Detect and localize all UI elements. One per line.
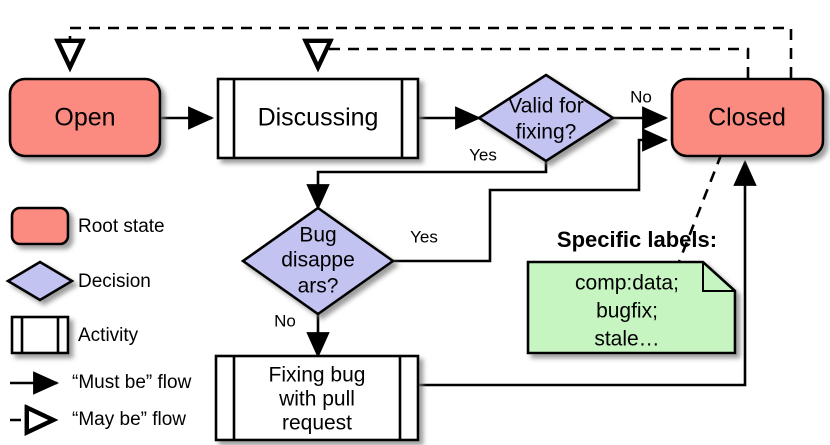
legend-label-activity: Activity	[78, 325, 139, 346]
node-valid-for-fixing[interactable]: Valid for fixing?	[476, 73, 616, 163]
legend-item-root-state: Root state	[10, 206, 165, 246]
note-leader-line	[646, 154, 723, 342]
legend-item-decision: Decision	[5, 260, 151, 302]
legend-swatch-decision	[5, 260, 75, 302]
legend-swatch-activity	[10, 315, 70, 355]
note-line-1: comp:data;	[575, 272, 679, 295]
node-bug-disappears[interactable]: Bug disappe ars?	[240, 206, 396, 316]
legend-label-decision: Decision	[78, 271, 151, 292]
node-open[interactable]: Open	[8, 77, 162, 158]
node-bug-label-line1: Bug	[299, 224, 336, 247]
node-discussing[interactable]: Discussing	[216, 77, 420, 160]
edge-closed-to-discussing-dashed	[318, 49, 750, 78]
node-valid-label-line2: fixing?	[516, 121, 577, 144]
node-discussing-label: Discussing	[258, 104, 379, 132]
legend-label-root-state: Root state	[78, 216, 165, 237]
edge-valid-yes-to-bug: Yes	[306, 145, 548, 211]
edge-bug-no-to-fixing: No	[274, 311, 330, 359]
edge-label-bug-yes: Yes	[410, 227, 438, 246]
node-open-label: Open	[54, 104, 115, 132]
legend-swatch-root-state	[10, 206, 70, 246]
note-specific-labels: Specific labels: comp:data; bugfix; stal…	[526, 227, 737, 355]
edge-label-valid-no: No	[630, 87, 652, 106]
legend-label-may-be-flow: “May be” flow	[72, 409, 186, 430]
edge-label-valid-yes: Yes	[469, 145, 497, 164]
legend-item-activity: Activity	[10, 315, 139, 355]
note-line-2: bugfix;	[596, 300, 658, 323]
edge-valid-no-to-closed: No	[612, 87, 669, 130]
edge-label-bug-no: No	[274, 311, 296, 330]
edge-closed-to-open-dashed	[70, 26, 793, 78]
note-line-3: stale…	[594, 328, 659, 351]
node-fixing-label-line1: Fixing bug	[269, 364, 366, 387]
legend-item-may-be-flow: “May be” flow	[10, 409, 186, 430]
note-heading: Specific labels:	[557, 227, 717, 252]
legend-item-must-be-flow: “Must be” flow	[10, 371, 192, 395]
node-bug-label-line3: ars?	[298, 275, 339, 298]
node-closed[interactable]: Closed	[670, 77, 825, 158]
node-fixing-bug[interactable]: Fixing bug with pull request	[214, 354, 420, 442]
node-valid-label-line1: Valid for	[508, 95, 583, 118]
node-fixing-label-line3: request	[282, 412, 352, 435]
edge-fixing-to-closed	[418, 159, 757, 387]
node-bug-label-line2: disappe	[281, 249, 355, 272]
edge-bug-yes-to-closed: Yes	[393, 128, 669, 263]
node-closed-label: Closed	[708, 104, 786, 132]
legend-label-must-be-flow: “Must be” flow	[72, 372, 192, 393]
legend: Root state Decision Activity “Must be” f…	[5, 206, 192, 430]
node-fixing-label-line2: with pull	[278, 388, 355, 411]
